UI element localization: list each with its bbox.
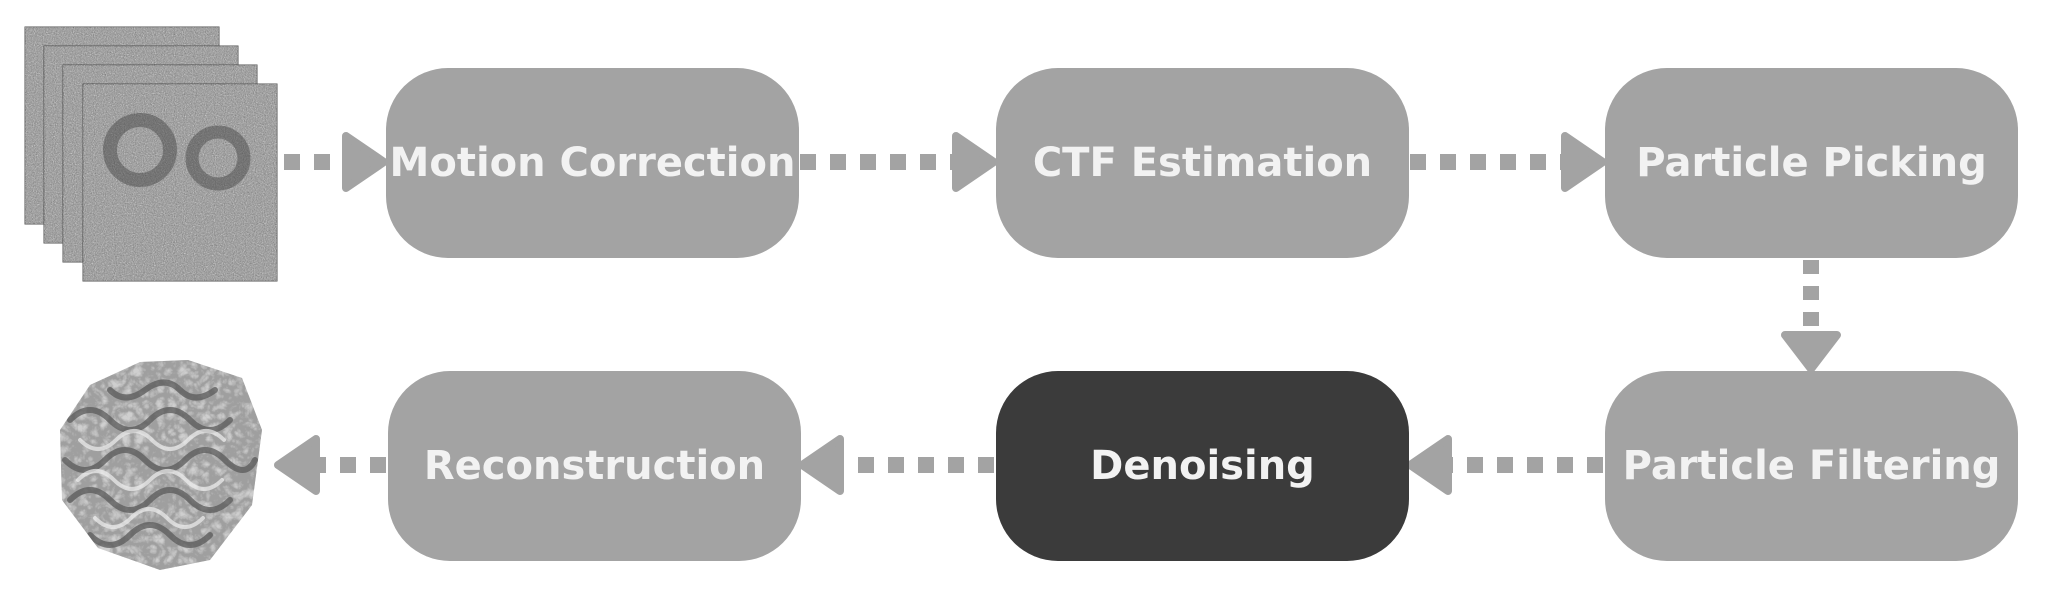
stage-box-reconstruction (388, 371, 801, 561)
stage-box-filtering (1605, 371, 2018, 561)
stage-filtering: Particle Filtering (1605, 371, 2018, 561)
micrograph-stack-icon (24, 26, 278, 282)
arrows (274, 132, 1841, 495)
stage-label-denoising: Denoising (1090, 443, 1315, 489)
arrow-reconstruction-to-output (274, 435, 386, 495)
stage-label-motion: Motion Correction (390, 140, 796, 186)
stage-picking: Particle Picking (1605, 68, 2018, 258)
stage-box-picking (1605, 68, 2018, 258)
stage-label-filtering: Particle Filtering (1623, 443, 2001, 489)
stage-reconstruction: Reconstruction (388, 371, 801, 561)
stage-box-ctf (996, 68, 1409, 258)
arrow-ctf-to-picking (1410, 132, 1607, 192)
arrow-denoising-to-reconstruction (798, 435, 994, 495)
arrow-filtering-to-denoising (1406, 435, 1603, 495)
stage-box-motion (386, 68, 799, 258)
stage-motion: Motion Correction (386, 68, 799, 258)
stage-label-ctf: CTF Estimation (1033, 140, 1372, 186)
arrow-picking-to-filtering (1781, 260, 1841, 373)
stage-box-denoising (996, 371, 1409, 561)
stage-denoising: Denoising (996, 371, 1409, 561)
stage-ctf: CTF Estimation (996, 68, 1409, 258)
stage-label-reconstruction: Reconstruction (424, 443, 765, 489)
arrow-input-to-motion (284, 132, 388, 192)
stage-label-picking: Particle Picking (1636, 140, 1986, 186)
arrow-motion-to-ctf (800, 132, 998, 192)
density-map-icon (60, 360, 262, 570)
